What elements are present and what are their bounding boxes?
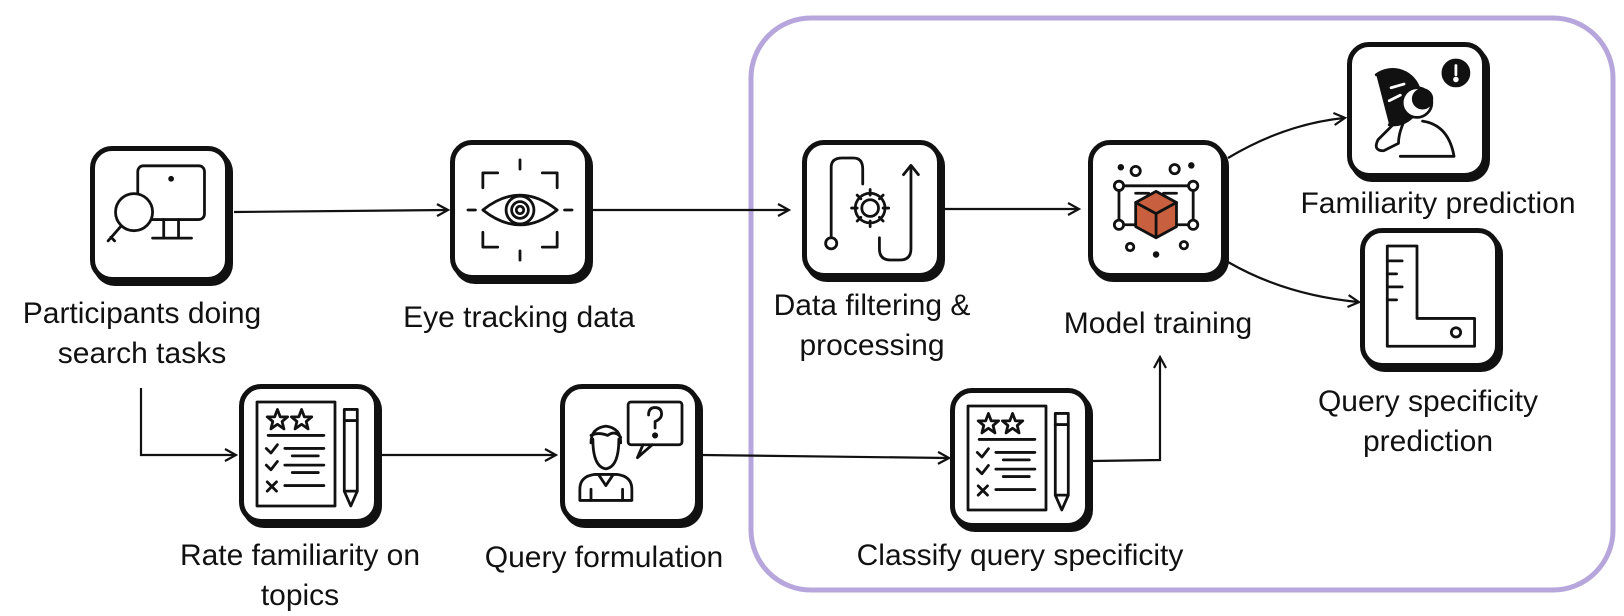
gear-process-icon — [824, 156, 920, 262]
familiarity-prediction-label: Familiarity prediction — [1264, 184, 1612, 224]
eye-tracking-label: Eye tracking data — [354, 298, 684, 338]
query-formulation-label-line-1: Query formulation — [484, 541, 724, 574]
model-training-tile — [1088, 140, 1226, 278]
arrow-participants-to-rate — [139, 388, 235, 455]
familiarity-prediction-tile — [1347, 42, 1487, 178]
query-formulation-label: Query formulation — [462, 538, 746, 578]
model-cube-icon — [1112, 162, 1200, 258]
participants-label-line-1: Participants doing — [22, 297, 262, 330]
rate-familiarity-label-line-2: topics — [260, 579, 340, 612]
model-training-label-line-1: Model training — [1063, 307, 1253, 340]
arrow-model-to-specificity — [1227, 261, 1358, 302]
model-training-label: Model training — [1010, 304, 1306, 344]
query-specificity-prediction-label-line-1: Query specificity — [1317, 385, 1539, 418]
eye-tracking-tile — [450, 140, 590, 280]
query-formulation-tile — [560, 384, 700, 524]
familiarity-prediction-label-line-1: Familiarity prediction — [1300, 187, 1576, 220]
participants-label: Participants doing search tasks — [0, 294, 284, 374]
classify-specificity-label: Classify query specificity — [830, 536, 1210, 576]
classify-specificity-label-line-1: Classify query specificity — [856, 539, 1184, 572]
thinking-person-icon — [1374, 58, 1471, 158]
participants-tile — [90, 146, 230, 282]
classify-specificity-tile — [950, 388, 1090, 528]
arrow-participants-to-eye — [233, 210, 447, 212]
ruler-icon — [1385, 244, 1476, 348]
monitor-search-icon — [106, 164, 206, 243]
participants-label-line-2: search tasks — [57, 337, 227, 370]
rating-checklist-icon — [966, 404, 1070, 512]
arrow-model-to-familiarity — [1227, 118, 1344, 159]
rate-familiarity-label: Rate familiarity on topics — [150, 536, 450, 616]
data-filtering-label-line-1: Data filtering & — [773, 289, 971, 322]
data-filtering-label-line-2: processing — [799, 329, 945, 362]
rate-familiarity-tile — [239, 384, 379, 524]
arrow-query-to-classify — [701, 455, 948, 458]
data-filtering-label: Data filtering & processing — [730, 286, 1014, 366]
person-question-icon — [578, 400, 684, 502]
eye-scan-icon — [466, 158, 574, 262]
rating-checklist-icon — [255, 400, 359, 508]
ml-group-border — [748, 15, 1616, 593]
query-specificity-prediction-tile — [1360, 228, 1500, 368]
query-specificity-prediction-label-line-2: prediction — [1362, 425, 1494, 458]
data-filtering-tile — [802, 140, 942, 278]
rate-familiarity-label-line-1: Rate familiarity on — [179, 539, 421, 572]
eye-tracking-label-line-1: Eye tracking data — [403, 301, 635, 334]
query-specificity-prediction-label: Query specificity prediction — [1278, 382, 1578, 462]
arrow-classify-to-model — [1091, 358, 1160, 463]
